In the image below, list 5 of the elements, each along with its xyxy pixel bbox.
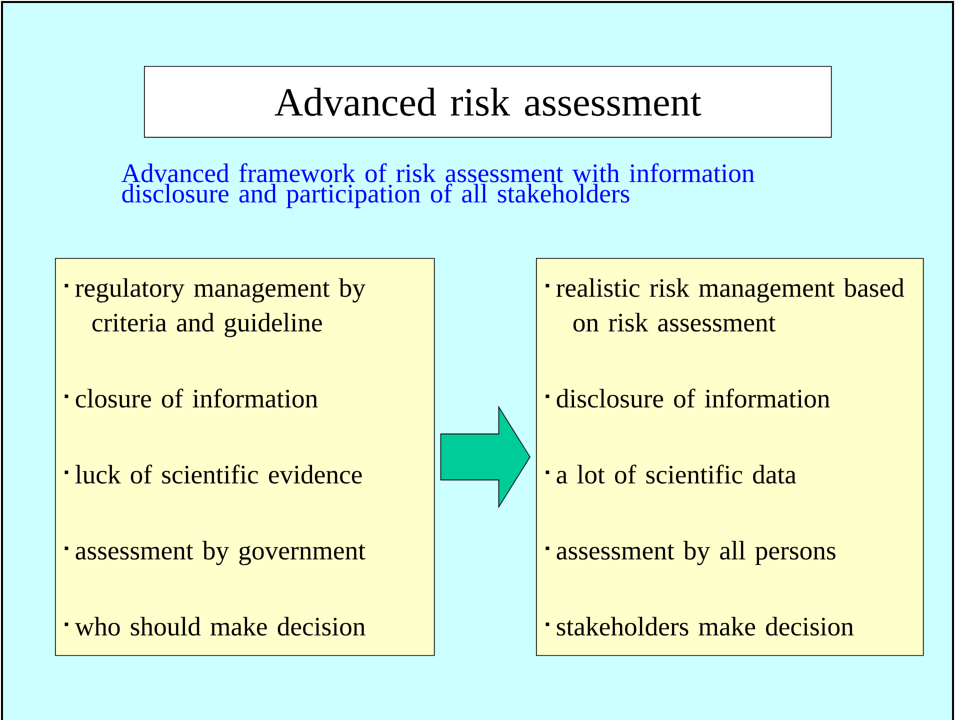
list-box: realistic risk management based on risk assessment disclosure of information a lot of scientific data assessment by all persons stakeholders make decision (536, 258, 924, 656)
list-box: regulatory management by criteria and guideline closure of information luck of scientific evidence assessment by government who should make decision (55, 258, 435, 656)
subtitle-text: Advanced framework of risk assessment with information disclosure and participation of all stakeholders (122, 163, 754, 208)
block-arrow (440, 406, 530, 508)
title-box: Advanced risk assessment (144, 66, 832, 138)
